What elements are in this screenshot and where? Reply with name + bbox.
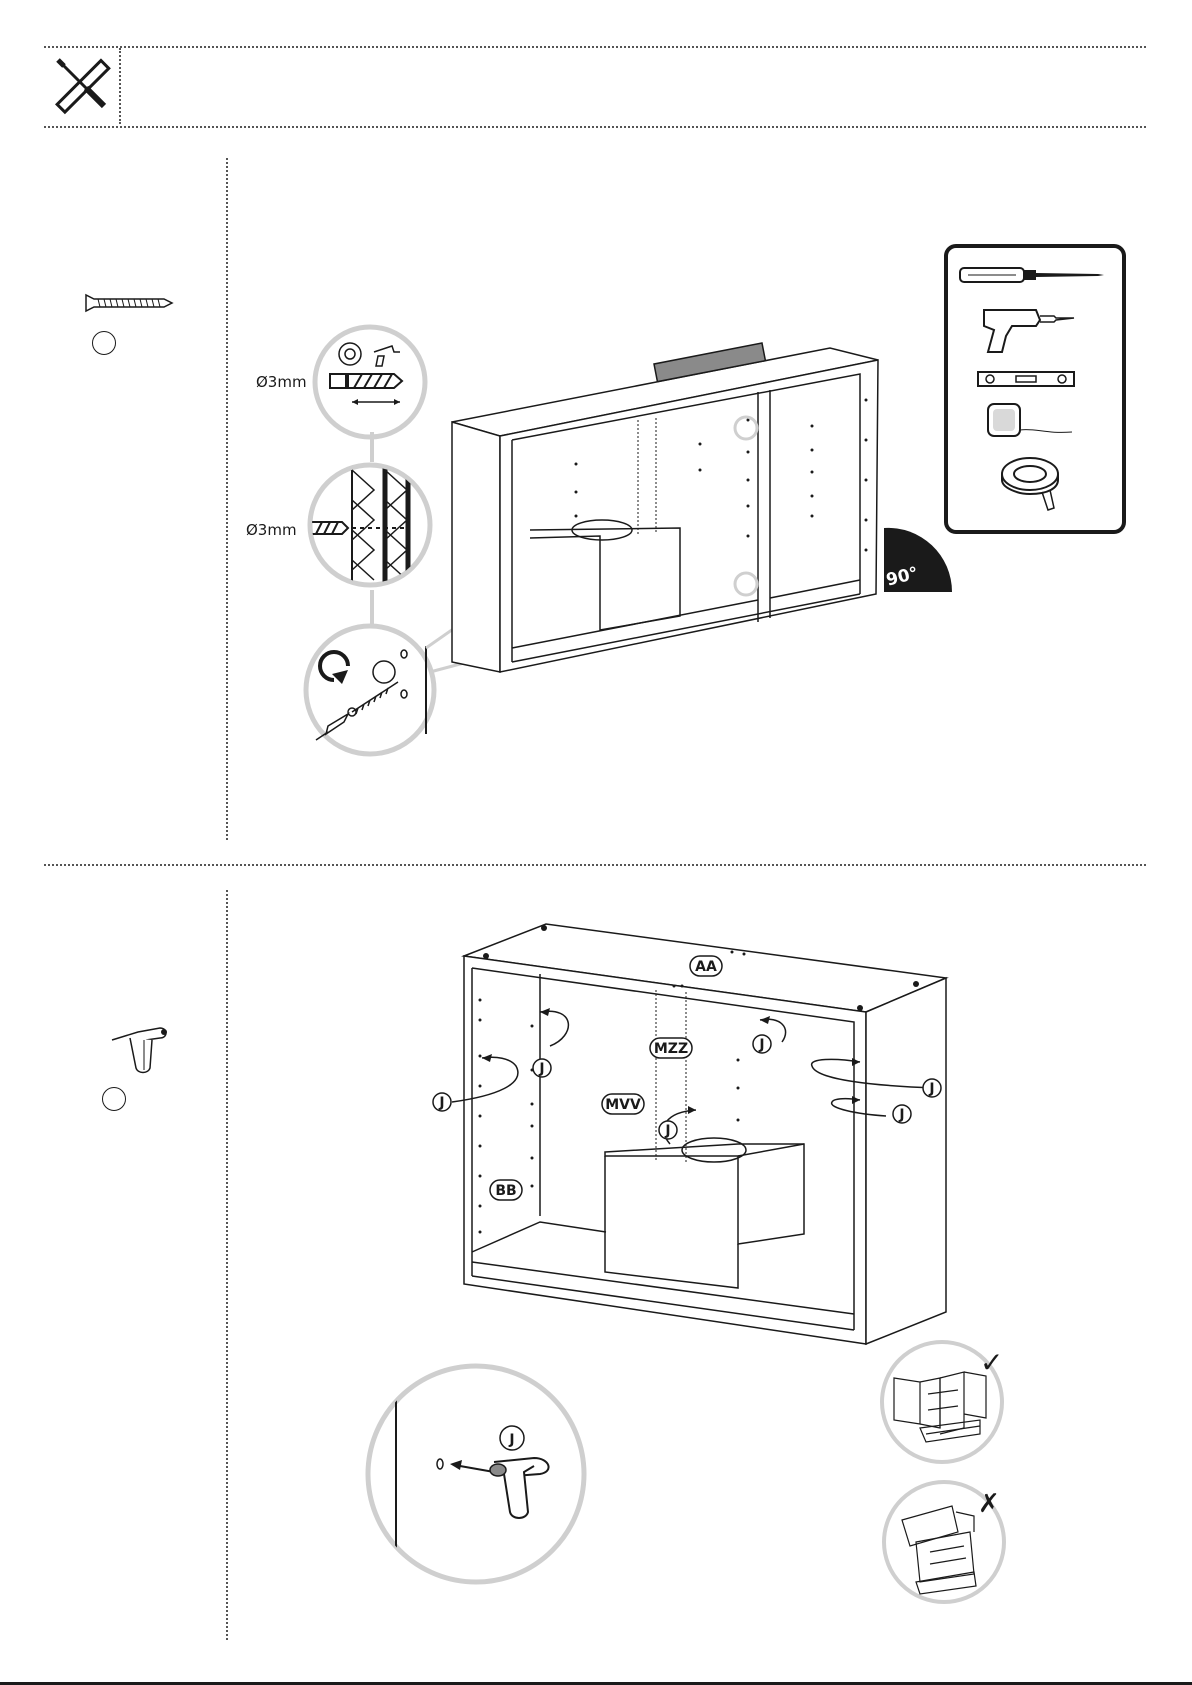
screwdriver-icon [958,262,1108,288]
label-mzz: MZZ [654,1041,688,1057]
label-j-4: J [758,1037,764,1053]
label-j-5: J [928,1081,934,1097]
wrong-orientation-circle: ✗ [880,1476,1010,1606]
right-angle-icon: 90° [882,526,956,594]
level-icon [976,369,1076,389]
label-bb: BB [495,1183,516,1199]
label-j-1: J [438,1095,444,1111]
pin-quantity-circle [102,1087,126,1111]
label-mvv: MVV [605,1097,641,1113]
step2-sidebar-divider [226,890,228,1640]
tape-measure-icon [986,402,1076,442]
step-divider [44,864,1146,866]
cross-mark-icon: ✗ [978,1489,1000,1519]
shelf-pin-icon [108,1018,172,1078]
tape-roll-icon [998,452,1070,514]
label-aa: AA [695,959,717,975]
wall-cabinet-level-drawing [450,340,890,680]
label-j-detail: J [508,1432,514,1448]
label-j-6: J [898,1107,904,1123]
cabinet-shelf-pin-drawing: AA MZZ MVV BB J J J J J J [456,916,956,1346]
check-mark-icon: ✓ [980,1346,1003,1379]
shelf-pin-detail-circle: J [364,1362,588,1586]
label-j-2: J [538,1061,544,1077]
drill-icon [976,306,1076,356]
label-j-3: J [664,1123,670,1139]
correct-orientation-circle: ✓ [880,1338,1010,1464]
